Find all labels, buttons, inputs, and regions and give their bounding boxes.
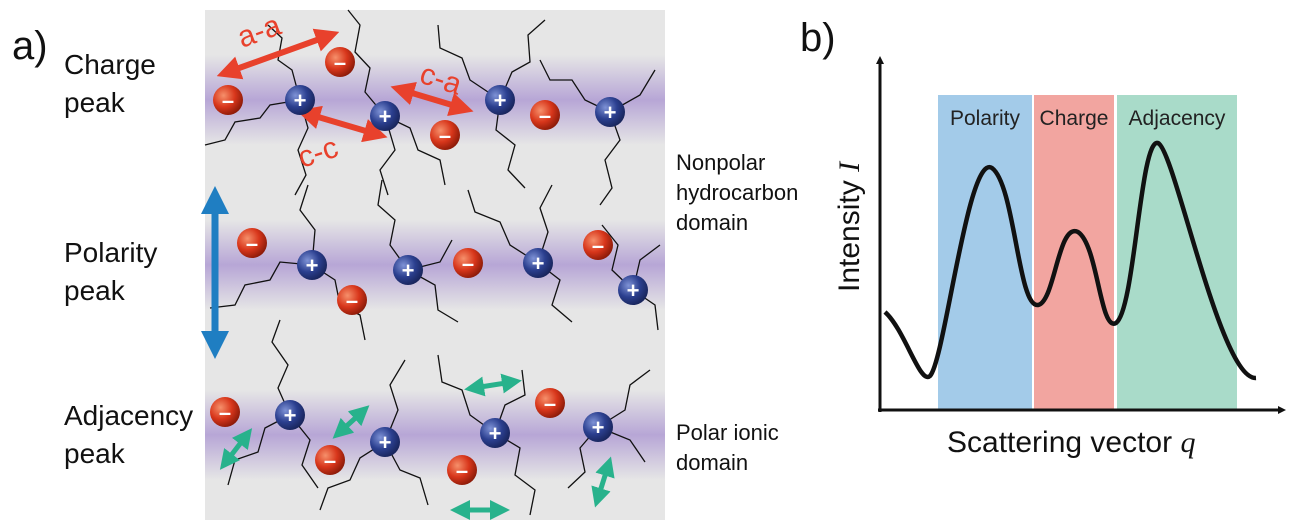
anion: – bbox=[430, 120, 460, 150]
svg-text:–: – bbox=[324, 448, 336, 473]
cations: + + + + + + + + + + + + bbox=[275, 85, 648, 457]
anion: – bbox=[453, 248, 483, 278]
svg-text:+: + bbox=[379, 430, 392, 455]
anion: – bbox=[337, 285, 367, 315]
svg-text:–: – bbox=[592, 233, 604, 258]
svg-text:–: – bbox=[219, 400, 231, 425]
adjacency-arrows bbox=[219, 373, 615, 520]
cation: + bbox=[485, 85, 515, 115]
svg-text:+: + bbox=[294, 88, 307, 113]
svg-text:–: – bbox=[222, 88, 234, 113]
svg-text:+: + bbox=[532, 251, 545, 276]
svg-text:+: + bbox=[627, 278, 640, 303]
cation: + bbox=[480, 418, 510, 448]
svg-text:+: + bbox=[592, 415, 605, 440]
svg-text:–: – bbox=[439, 123, 451, 148]
panel-a-label: a) bbox=[12, 24, 48, 68]
nonpolar-domain-label: Nonpolar hydrocarbon domain bbox=[676, 150, 799, 235]
polar-domain-label: Polar ionic domain bbox=[676, 420, 779, 475]
svg-text:+: + bbox=[306, 253, 319, 278]
svg-text:+: + bbox=[379, 104, 392, 129]
svg-text:–: – bbox=[246, 231, 258, 256]
svg-text:–: – bbox=[539, 103, 551, 128]
anion-anion-arrow bbox=[216, 28, 340, 80]
svg-text:–: – bbox=[334, 50, 346, 75]
cation: + bbox=[370, 101, 400, 131]
cation-cation-arrow bbox=[296, 105, 388, 143]
cation: + bbox=[393, 255, 423, 285]
svg-text:+: + bbox=[402, 258, 415, 283]
svg-text:+: + bbox=[489, 421, 502, 446]
cation: + bbox=[523, 248, 553, 278]
anion: – bbox=[315, 445, 345, 475]
adjacency-peak-label: Adjacency peak bbox=[64, 400, 194, 469]
anion: – bbox=[535, 388, 565, 418]
cation: + bbox=[618, 275, 648, 305]
polarity-region-label: Polarity bbox=[950, 107, 1021, 130]
anion: – bbox=[447, 455, 477, 485]
anion: – bbox=[213, 85, 243, 115]
svg-text:+: + bbox=[604, 100, 617, 125]
cation: + bbox=[595, 97, 625, 127]
intensity-curve bbox=[883, 140, 1257, 381]
svg-text:–: – bbox=[544, 391, 556, 416]
anion: – bbox=[530, 100, 560, 130]
svg-text:–: – bbox=[462, 251, 474, 276]
x-axis-label: Scattering vector q bbox=[947, 426, 1196, 459]
anion: – bbox=[237, 228, 267, 258]
svg-text:–: – bbox=[456, 458, 468, 483]
svg-text:–: – bbox=[346, 288, 358, 313]
cation: + bbox=[285, 85, 315, 115]
anion: – bbox=[325, 47, 355, 77]
cation: + bbox=[583, 412, 613, 442]
anion: – bbox=[210, 397, 240, 427]
charge-region bbox=[1034, 95, 1114, 410]
cation: + bbox=[370, 427, 400, 457]
ionic-liquid-schematic: a-a c-a c-c + + + + + + + + + + + + – – … bbox=[201, 9, 665, 520]
adjacency-region-label: Adjacency bbox=[1129, 107, 1226, 130]
adjacency-region bbox=[1117, 95, 1237, 410]
panel-b-label: b) bbox=[800, 16, 836, 60]
svg-text:+: + bbox=[494, 88, 507, 113]
cation: + bbox=[297, 250, 327, 280]
cation-anion-arrow bbox=[390, 81, 474, 117]
polarity-peak-label: Polarity peak bbox=[64, 237, 158, 306]
svg-text:+: + bbox=[284, 403, 297, 428]
scattering-plot: Polarity Charge Adjacency bbox=[876, 56, 1286, 414]
charge-peak-label: Charge peak bbox=[64, 49, 156, 118]
charge-region-label: Charge bbox=[1040, 107, 1109, 130]
anion: – bbox=[583, 230, 613, 260]
anions: – – – – – – – – – – – – bbox=[210, 47, 613, 485]
pair-distance-arrows bbox=[216, 28, 474, 143]
cation: + bbox=[275, 400, 305, 430]
